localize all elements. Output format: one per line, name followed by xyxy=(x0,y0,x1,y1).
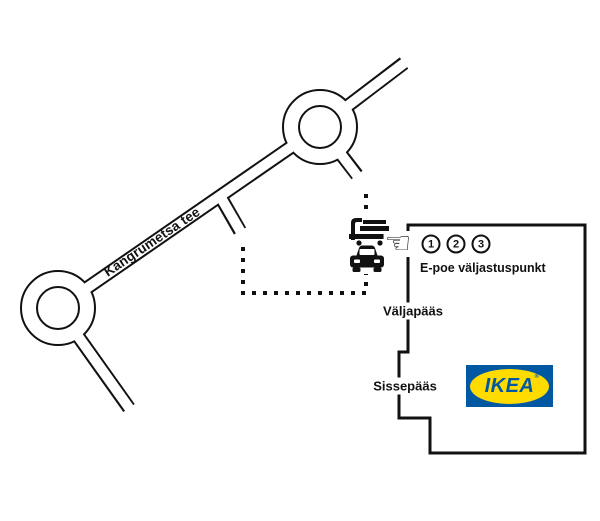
exit-label: Väljapääs xyxy=(380,302,446,320)
pickup-slot-number-1: 1 xyxy=(427,238,435,250)
pickup-slot-number-3: 3 xyxy=(477,238,485,250)
pickup-slot-circle-1: 1 xyxy=(421,234,441,254)
ikea-logo-ellipse: IKEA ® xyxy=(470,368,549,404)
pickup-slot-circle-2: 2 xyxy=(446,234,466,254)
ikea-wordmark: IKEA xyxy=(484,375,535,397)
trolley-icon xyxy=(349,218,390,246)
roundabouts-fill xyxy=(22,91,356,344)
pickup-slot-circle-3: 3 xyxy=(471,234,491,254)
car-icon xyxy=(350,245,384,272)
building-outline xyxy=(397,223,587,455)
registered-trademark-symbol: ® xyxy=(534,374,540,380)
ikea-logo: IKEA ® xyxy=(466,365,553,407)
roads-fill xyxy=(70,57,411,415)
pickup-point-label: E-poe väljastuspunkt xyxy=(420,260,546,275)
pickup-slot-number-2: 2 xyxy=(452,238,460,250)
entrance-label: Sissepääs xyxy=(370,377,440,395)
route-dotted-path xyxy=(241,193,368,295)
pointing-hand-icon: ☜ xyxy=(383,226,413,261)
ikea-logo-text: IKEA ® xyxy=(484,374,539,397)
